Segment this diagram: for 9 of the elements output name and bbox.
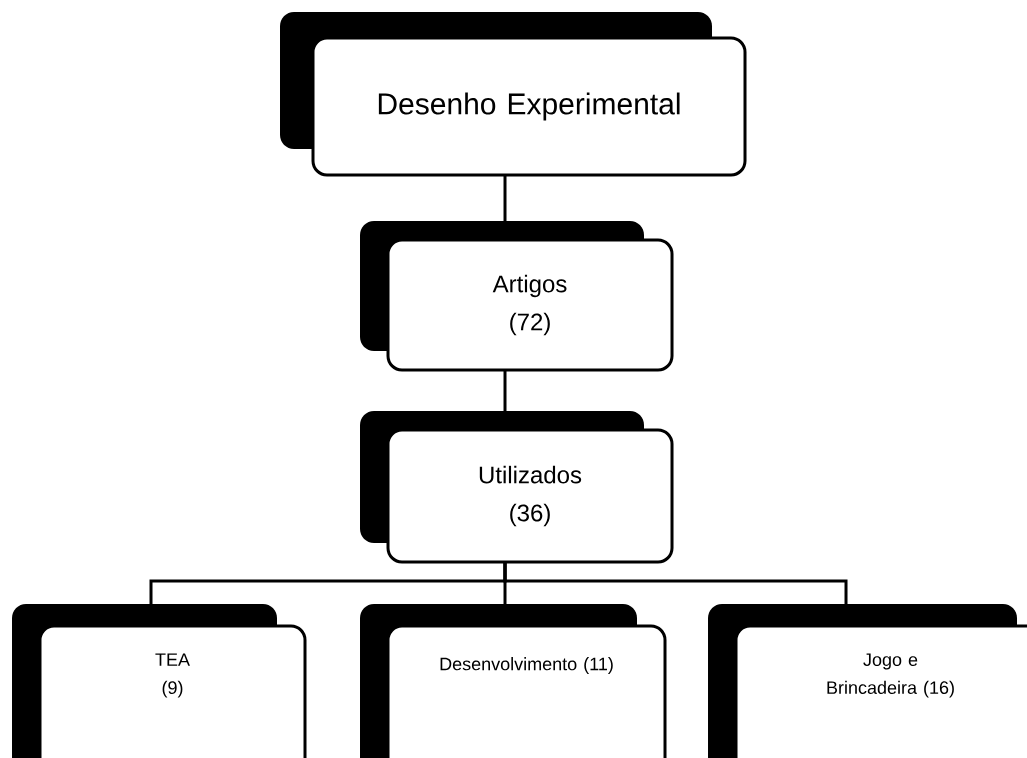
process-box: TEA (9) (12, 604, 307, 758)
process-box: Jogo e Brincadeira (16) (708, 604, 1027, 758)
process-box: Artigos (72) (360, 221, 674, 372)
process-box: Desenho Experimental (280, 12, 747, 177)
connector-line (503, 370, 507, 411)
process-box: Desenvolvimento (11) (360, 604, 667, 758)
connector-line (503, 175, 507, 221)
connector-line (503, 562, 848, 604)
process-box: Utilizados (36) (360, 411, 674, 564)
